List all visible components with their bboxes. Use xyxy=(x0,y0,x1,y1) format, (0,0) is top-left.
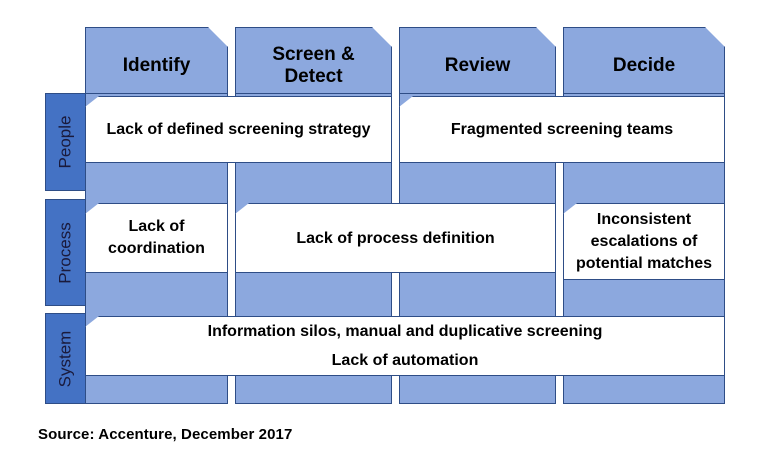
issue-text-process-middle: Lack of process definition xyxy=(296,229,495,247)
issue-text-process-identify-line1: Lack of xyxy=(128,218,185,235)
row-label-system-text: System xyxy=(55,330,75,387)
source-caption: Source: Accenture, December 2017 xyxy=(38,426,293,443)
issue-box-people-identify-screen: Lack of defined screening strategy xyxy=(85,96,392,163)
column-header-screen-detect-label-line2: Detect xyxy=(284,65,343,87)
issue-text-process-decide-line2: escalations of xyxy=(590,232,698,250)
column-header-review-label: Review xyxy=(444,54,511,76)
issue-text-system-line2: Lack of automation xyxy=(331,352,479,369)
row-label-system: System xyxy=(45,313,86,404)
issue-box-process-screen-review: Lack of process definition xyxy=(235,203,556,273)
issue-text-system-line1: Information silos, manual and duplicativ… xyxy=(207,323,603,340)
issue-box-people-review-decide: Fragmented screening teams xyxy=(399,96,725,163)
column-header-decide-label: Decide xyxy=(612,54,676,76)
column-header-decide: Decide xyxy=(563,27,725,104)
issue-box-process-decide: Inconsistent escalations of potential ma… xyxy=(563,203,725,280)
row-label-people-text: People xyxy=(55,115,75,169)
issue-text-people-left: Lack of defined screening strategy xyxy=(106,121,371,138)
column-header-screen-detect: Screen & Detect xyxy=(235,27,392,104)
issue-text-process-decide-line3: potential matches xyxy=(575,254,713,272)
issue-text-people-right: Fragmented screening teams xyxy=(450,121,674,138)
issue-text-process-identify-line2: coordination xyxy=(108,240,205,257)
issue-box-system-all: Information silos, manual and duplicativ… xyxy=(85,316,725,376)
row-label-people: People xyxy=(45,93,86,191)
column-header-identify-label: Identify xyxy=(122,54,191,76)
row-label-process-text: Process xyxy=(55,221,75,284)
column-header-screen-detect-label-line1: Screen & xyxy=(272,43,355,65)
column-header-identify: Identify xyxy=(85,27,228,104)
row-label-process: Process xyxy=(45,199,86,306)
issue-box-process-identify: Lack of coordination xyxy=(85,203,228,273)
issue-text-process-decide-line1: Inconsistent xyxy=(596,210,692,228)
